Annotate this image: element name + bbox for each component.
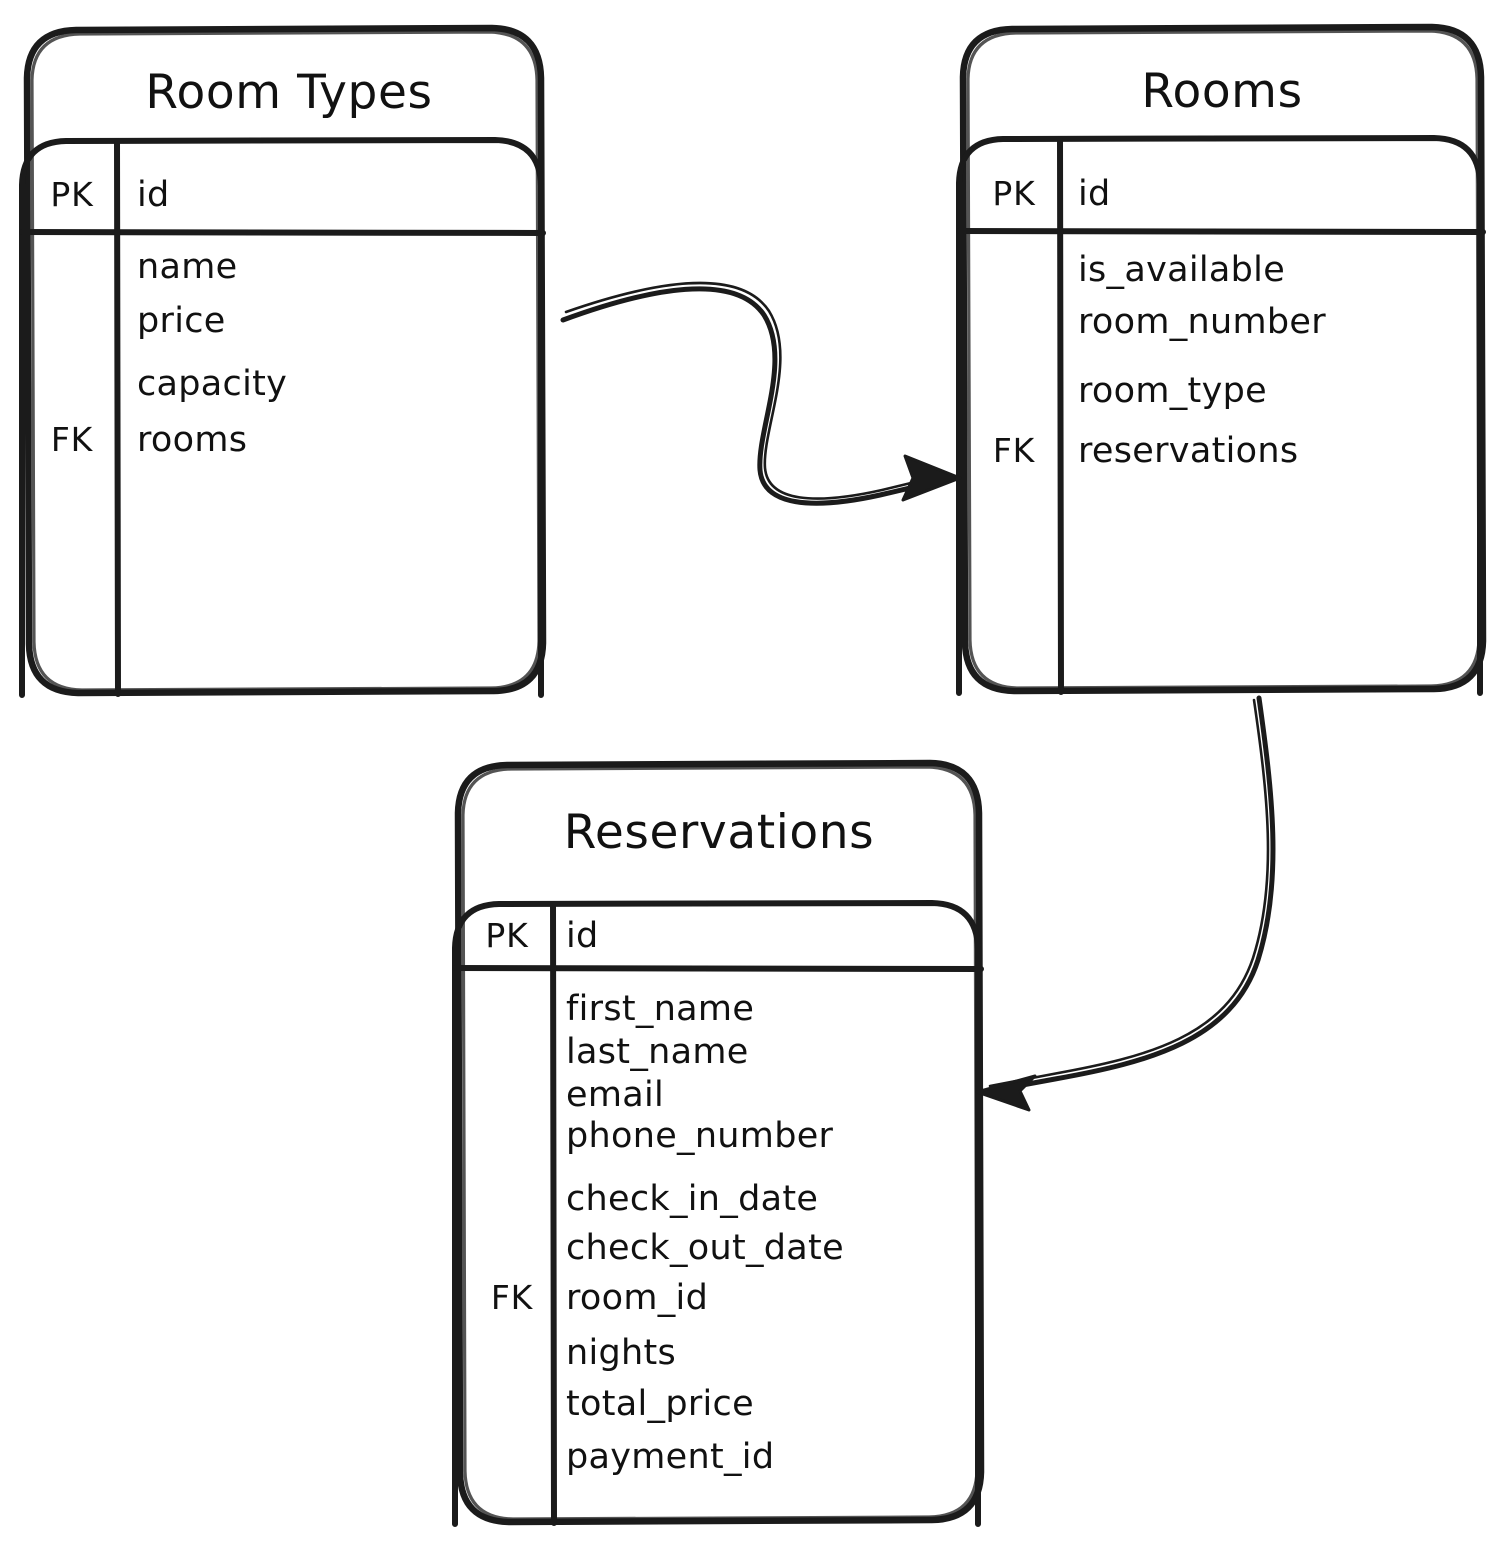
- room-types-title: Room Types: [145, 65, 432, 120]
- rel-roomtypes-rooms-arrowhead: [901, 454, 962, 502]
- rel-rooms-reservations-line-ghost: [988, 698, 1270, 1088]
- rooms-fk-label: FK: [993, 431, 1036, 470]
- reservations-field-total-price: total_price: [566, 1384, 754, 1424]
- reservations-outer-border: [454, 759, 985, 1526]
- rooms-id-divider: [956, 228, 1486, 235]
- room-types-field-name: name: [137, 247, 237, 287]
- reservations-field-payment-id: payment_id: [566, 1437, 774, 1477]
- entity-rooms[interactable]: Rooms PK FK id is_available room_number …: [956, 23, 1487, 696]
- reservations-field-check-in-date: check_in_date: [566, 1179, 818, 1219]
- rel-rooms-reservations-line: [987, 695, 1276, 1094]
- reservations-pk-label: PK: [485, 916, 529, 955]
- rooms-field-room-number: room_number: [1078, 302, 1326, 342]
- reservations-inner-panel: [452, 900, 981, 1527]
- reservations-fk-label: FK: [491, 1278, 534, 1317]
- rel-roomtypes-rooms-line-ghost: [564, 281, 950, 500]
- relationship-room-types-to-rooms[interactable]: [560, 281, 962, 506]
- reservations-title: Reservations: [564, 805, 875, 860]
- room-types-outer-border: [23, 24, 547, 697]
- rooms-key-column-divider: [1057, 136, 1064, 695]
- reservations-field-room-id: room_id: [566, 1278, 708, 1318]
- room-types-field-price: price: [137, 301, 226, 341]
- rooms-field-room-type: room_type: [1078, 371, 1267, 411]
- rel-rooms-reservations-arrowhead: [975, 1074, 1037, 1112]
- room-types-field-rooms: rooms: [137, 420, 247, 460]
- rooms-outer-border: [959, 23, 1487, 695]
- room-types-id-divider: [19, 229, 546, 236]
- room-types-outer-border-pass2: [30, 30, 541, 692]
- relationship-rooms-to-reservations[interactable]: [975, 695, 1276, 1112]
- room-types-inner-panel: [19, 137, 544, 698]
- reservations-id-divider: [452, 965, 984, 972]
- reservations-outer-border-pass2: [461, 765, 979, 1521]
- room-types-field-id: id: [137, 175, 170, 215]
- rooms-pk-label: PK: [992, 174, 1036, 213]
- rooms-inner-panel: [956, 135, 1483, 696]
- rooms-field-id: id: [1078, 174, 1111, 214]
- room-types-key-column-divider: [114, 138, 121, 697]
- entity-reservations[interactable]: Reservations PK FK id first_name last_na…: [452, 759, 985, 1527]
- rel-roomtypes-rooms-line: [560, 286, 951, 506]
- room-types-pk-label: PK: [50, 175, 94, 214]
- reservations-field-check-out-date: check_out_date: [566, 1228, 844, 1268]
- reservations-field-nights: nights: [566, 1333, 676, 1373]
- reservations-field-first-name: first_name: [566, 989, 754, 1029]
- entity-room-types[interactable]: Room Types PK FK id name price capacity …: [19, 24, 547, 698]
- room-types-fk-label: FK: [51, 420, 94, 459]
- room-types-field-capacity: capacity: [137, 364, 287, 404]
- reservations-field-email: email: [566, 1075, 664, 1115]
- reservations-field-last-name: last_name: [566, 1032, 749, 1072]
- rooms-title: Rooms: [1141, 64, 1302, 119]
- reservations-key-column-divider: [550, 901, 557, 1526]
- rooms-outer-border-pass2: [966, 29, 1481, 690]
- rooms-field-reservations: reservations: [1078, 431, 1298, 471]
- rooms-field-is-available: is_available: [1078, 250, 1285, 290]
- reservations-field-id: id: [566, 916, 599, 956]
- reservations-field-phone-number: phone_number: [566, 1116, 834, 1156]
